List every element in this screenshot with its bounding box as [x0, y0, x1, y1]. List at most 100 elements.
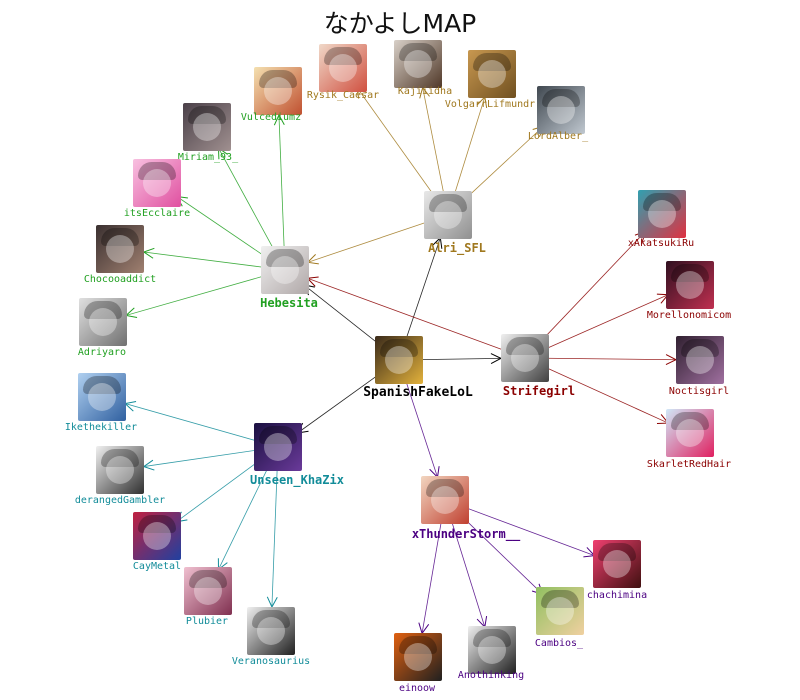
- avatar-face-shape: [264, 77, 292, 105]
- label-Veranosaurius: Veranosaurius: [231, 656, 311, 667]
- edge-Alri_SFL-to-Kajiiidha: [423, 88, 445, 194]
- avatar-face-shape: [603, 550, 631, 578]
- label-Kajiiidha: Kajiiidha: [397, 86, 453, 97]
- edge-xThunderStorm__-to-einoow: [422, 521, 442, 634]
- edge-Hebesita-to-Miriam_93_: [218, 148, 275, 251]
- avatar-itsEcclaire[interactable]: [133, 159, 181, 207]
- avatar-hair-shape: [399, 43, 437, 61]
- avatar-CayMetal[interactable]: [133, 512, 181, 560]
- avatar-xThunderStorm__[interactable]: [421, 476, 469, 524]
- label-Hebesita: Hebesita: [260, 296, 318, 310]
- edge-Unseen_KhaZix-to-Ikethekiller: [125, 404, 257, 442]
- label-CayMetal: CayMetal: [132, 561, 182, 572]
- avatar-LordAlber_[interactable]: [537, 86, 585, 134]
- label-Vulcediumz: Vulcediumz: [240, 112, 302, 123]
- avatar-derangedGambler[interactable]: [96, 446, 144, 494]
- avatar-einoow[interactable]: [394, 633, 442, 681]
- avatar-face-shape: [478, 60, 506, 88]
- edge-Alri_SFL-to-Hebesita: [308, 221, 428, 262]
- avatar-face-shape: [511, 344, 539, 372]
- avatar-Rysik_Caesar[interactable]: [319, 44, 367, 92]
- avatar-SkarletRedHair[interactable]: [666, 409, 714, 457]
- label-einoow: einoow: [398, 683, 436, 694]
- avatar-Hebesita[interactable]: [261, 246, 309, 294]
- avatar-hair-shape: [399, 636, 437, 654]
- edge-Unseen_KhaZix-to-CayMetal: [176, 459, 261, 522]
- label-Ikethekiller: Ikethekiller: [64, 422, 138, 433]
- avatar-Kajiiidha[interactable]: [394, 40, 442, 88]
- avatar-face-shape: [404, 643, 432, 671]
- avatar-hair-shape: [426, 479, 464, 497]
- avatar-hair-shape: [598, 543, 636, 561]
- map-title: なかよしMAP: [323, 9, 477, 38]
- avatar-Alri_SFL[interactable]: [424, 191, 472, 239]
- avatar-Anothinking[interactable]: [468, 626, 516, 674]
- avatar-face-shape: [676, 419, 704, 447]
- label-Adriyaro: Adriyaro: [77, 347, 127, 358]
- avatar-face-shape: [257, 617, 285, 645]
- avatar-face-shape: [546, 597, 574, 625]
- label-SpanishFakeLoL: SpanishFakeLoL: [363, 385, 473, 400]
- avatar-hair-shape: [380, 339, 418, 357]
- avatar-hair-shape: [506, 337, 544, 355]
- avatar-hair-shape: [259, 426, 297, 444]
- avatar-hair-shape: [138, 515, 176, 533]
- avatar-face-shape: [434, 201, 462, 229]
- avatar-hair-shape: [266, 249, 304, 267]
- avatar-Veranosaurius[interactable]: [247, 607, 295, 655]
- edge-SpanishFakeLoL-to-xThunderStorm__: [405, 380, 438, 477]
- avatar-hair-shape: [541, 590, 579, 608]
- avatar-Adriyaro[interactable]: [79, 298, 127, 346]
- label-Noctisgirl: Noctisgirl: [668, 386, 730, 397]
- avatar-Miriam_93_[interactable]: [183, 103, 231, 151]
- label-Chocooaddict: Chocooaddict: [83, 274, 157, 285]
- label-Unseen_KhaZix: Unseen_KhaZix: [250, 473, 344, 487]
- edge-SpanishFakeLoL-to-Alri_SFL: [405, 238, 440, 340]
- avatar-hair-shape: [252, 610, 290, 628]
- label-Strifegirl: Strifegirl: [502, 384, 576, 398]
- avatar-face-shape: [143, 522, 171, 550]
- avatar-hair-shape: [643, 193, 681, 211]
- avatar-SpanishFakeLoL[interactable]: [375, 336, 423, 384]
- edge-Unseen_KhaZix-to-Plubier: [218, 466, 269, 570]
- avatar-face-shape: [106, 235, 134, 263]
- avatar-Unseen_KhaZix[interactable]: [254, 423, 302, 471]
- avatar-VolgarrLifmundr[interactable]: [468, 50, 516, 98]
- avatar-Morellonomicom[interactable]: [666, 261, 714, 309]
- avatar-hair-shape: [188, 106, 226, 124]
- avatar-Chocooaddict[interactable]: [96, 225, 144, 273]
- avatar-face-shape: [431, 486, 459, 514]
- edge-Strifegirl-to-Noctisgirl: [546, 358, 676, 359]
- edge-Hebesita-to-Adriyaro: [126, 275, 264, 315]
- avatar-hair-shape: [189, 570, 227, 588]
- edge-Alri_SFL-to-Rysik_Caesar: [357, 88, 436, 198]
- avatar-hair-shape: [542, 89, 580, 107]
- edge-Alri_SFL-to-LordAlber_: [463, 126, 543, 201]
- avatar-xAkatsukiRu[interactable]: [638, 190, 686, 238]
- edge-Hebesita-to-itsEcclaire: [177, 196, 268, 258]
- avatar-hair-shape: [101, 228, 139, 246]
- edge-Hebesita-to-Chocooaddict: [144, 252, 264, 268]
- avatar-hair-shape: [671, 412, 709, 430]
- avatar-face-shape: [143, 169, 171, 197]
- edge-SpanishFakeLoL-to-Unseen_KhaZix: [297, 372, 382, 433]
- avatar-face-shape: [88, 383, 116, 411]
- label-chachimina: chachimina: [586, 590, 648, 601]
- label-Anothinking: Anothinking: [457, 670, 525, 681]
- avatar-hair-shape: [473, 53, 511, 71]
- avatar-Vulcediumz[interactable]: [254, 67, 302, 115]
- avatar-Strifegirl[interactable]: [501, 334, 549, 382]
- avatar-chachimina[interactable]: [593, 540, 641, 588]
- avatar-face-shape: [648, 200, 676, 228]
- avatar-Plubier[interactable]: [184, 567, 232, 615]
- avatar-face-shape: [686, 346, 714, 374]
- avatar-face-shape: [194, 577, 222, 605]
- avatar-Noctisgirl[interactable]: [676, 336, 724, 384]
- avatar-hair-shape: [83, 376, 121, 394]
- edge-Unseen_KhaZix-to-derangedGambler: [144, 449, 257, 466]
- avatar-Ikethekiller[interactable]: [78, 373, 126, 421]
- avatar-hair-shape: [101, 449, 139, 467]
- avatar-Cambios_[interactable]: [536, 587, 584, 635]
- avatar-hair-shape: [681, 339, 719, 357]
